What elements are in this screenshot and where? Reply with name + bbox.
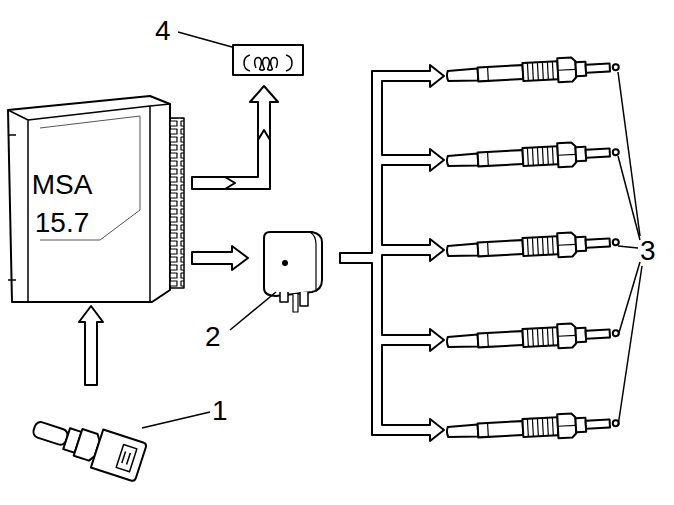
glow-relay bbox=[264, 232, 322, 312]
signal-arrow bbox=[79, 306, 103, 385]
callout-number: 1 bbox=[212, 396, 228, 426]
callout-number: 2 bbox=[205, 322, 221, 352]
ecu-housing bbox=[8, 96, 184, 302]
leader-line bbox=[142, 412, 210, 428]
callout-number: 4 bbox=[155, 16, 171, 46]
signal-arrow bbox=[192, 246, 248, 270]
ecu-box: MSA 15.7 bbox=[8, 96, 184, 302]
leader-line bbox=[230, 292, 276, 330]
leader-line bbox=[178, 32, 232, 47]
leader-line bbox=[618, 72, 642, 426]
signal-arrow bbox=[192, 86, 278, 189]
ecu-label: MSA 15.7 bbox=[22, 166, 102, 242]
output-bus bbox=[340, 65, 444, 441]
warning-lamp bbox=[233, 45, 303, 75]
callout-number: 3 bbox=[640, 236, 656, 266]
temperature-sensor bbox=[28, 409, 147, 482]
